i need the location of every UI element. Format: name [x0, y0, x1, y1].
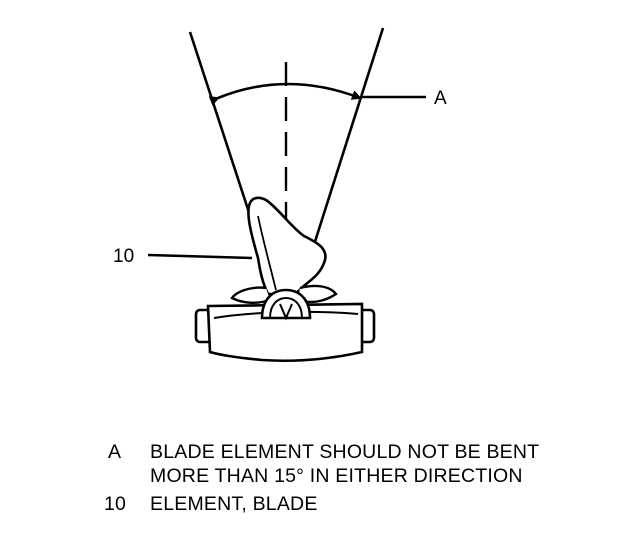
- legend-line: BLADE ELEMENT SHOULD NOT BE BENT: [150, 441, 540, 463]
- legend-line: ELEMENT, BLADE: [150, 493, 318, 515]
- callout-a-label: A: [434, 88, 447, 109]
- blade-fin-right: [297, 284, 338, 304]
- blade-inner-edge: [257, 215, 277, 291]
- callout-10-leader: [147, 253, 253, 260]
- blade-element: [247, 196, 327, 296]
- blade-fin-left: [230, 286, 271, 304]
- legend-text: BLADE ELEMENT SHOULD NOT BE BENT MORE TH…: [150, 440, 539, 488]
- blade-clip-v: [279, 303, 293, 321]
- legend-text: ELEMENT, BLADE: [150, 492, 318, 516]
- blade-clip-inner: [269, 296, 303, 319]
- callout-10-label: 10: [113, 246, 134, 267]
- bend-angle-arc: [208, 82, 362, 106]
- legend-item-a: A BLADE ELEMENT SHOULD NOT BE BENT MORE …: [104, 440, 624, 488]
- legend-key: A: [108, 441, 122, 463]
- legend-key: 10: [104, 493, 127, 515]
- legend: A BLADE ELEMENT SHOULD NOT BE BENT MORE …: [104, 440, 624, 520]
- legend-item-10: 10 ELEMENT, BLADE: [104, 492, 624, 516]
- holder-body: [206, 302, 364, 363]
- legend-line: MORE THAN 15° IN EITHER DIRECTION: [150, 465, 523, 487]
- blade-clip: [260, 288, 312, 320]
